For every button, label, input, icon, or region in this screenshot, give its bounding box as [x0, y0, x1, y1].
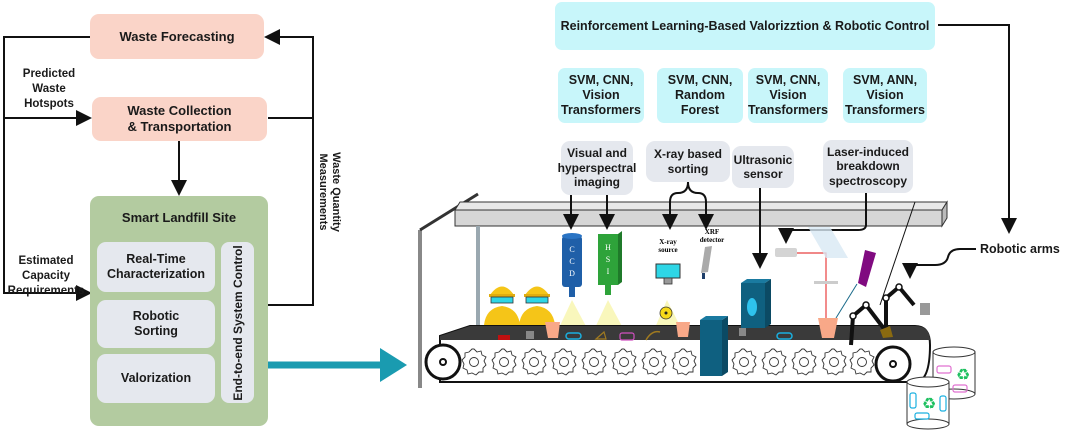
- svg-text:C: C: [569, 245, 574, 254]
- module-valorization: Valorization: [97, 354, 215, 403]
- svg-text:source: source: [658, 246, 677, 254]
- xrf-detector: XRF detector: [700, 228, 724, 279]
- rl-to-arms-line: [938, 24, 1017, 234]
- svg-text:detector: detector: [700, 236, 724, 244]
- recycle-icon: ♻: [922, 394, 936, 413]
- svg-text:XRF: XRF: [705, 228, 719, 236]
- hsi-camera: H S I: [598, 231, 622, 295]
- landfill-title: Smart Landfill Site: [121, 210, 237, 225]
- module-robotic-sorting: Robotic Sorting: [97, 300, 215, 348]
- waste-collection-line1: Waste Collection: [127, 103, 232, 119]
- robotic-arms-label: Robotic arms: [980, 242, 1060, 256]
- module-real-time-characterization: Real-Time Characterization: [97, 242, 215, 292]
- recycle-icon: ♻: [956, 365, 970, 384]
- ccd-camera: C C D: [562, 233, 582, 297]
- right-roller: [874, 345, 912, 383]
- overhead-beam: [454, 200, 948, 228]
- smart-landfill-box: Smart Landfill Site Real-Time Characteri…: [90, 196, 268, 426]
- worker-1: [484, 286, 520, 325]
- ultrasonic-unit: [741, 279, 771, 328]
- svg-text:D: D: [569, 269, 575, 278]
- end-to-end-control-bar: End-to-end System Control: [221, 242, 254, 403]
- libs-emitter: [775, 248, 797, 257]
- predicted-hotspots-label: Predicted Waste Hotspots: [22, 68, 76, 110]
- lamp-arm: [419, 192, 479, 232]
- rl-control-header: Reinforcement Learning-Based Valorizztio…: [555, 2, 935, 50]
- robotic-arm-2: [884, 285, 916, 330]
- svg-text:H: H: [605, 243, 611, 252]
- forecast-left-line: [3, 36, 92, 301]
- left-roller: [424, 343, 462, 381]
- libs-spectrometer: [858, 250, 876, 287]
- svg-text:X-ray: X-ray: [659, 238, 677, 246]
- worker-2: [519, 286, 555, 325]
- svg-text:I: I: [607, 267, 610, 276]
- xray-source: X-ray source: [655, 238, 681, 320]
- waste-quantity-loop: [264, 29, 314, 306]
- sorting-unit: [700, 316, 728, 376]
- svg-text:S: S: [606, 255, 610, 264]
- teal-arrowhead: [380, 348, 407, 382]
- recycle-bin-front: ♻: [906, 376, 950, 430]
- waste-forecasting-box: Waste Forecasting: [90, 14, 264, 59]
- svg-text:C: C: [569, 257, 574, 266]
- estimated-capacity-label: Estimated Capacity Requirements: [7, 255, 85, 297]
- waste-collection-box: Waste Collection & Transportation: [92, 97, 267, 141]
- waste-collection-line2: & Transportation: [127, 119, 232, 134]
